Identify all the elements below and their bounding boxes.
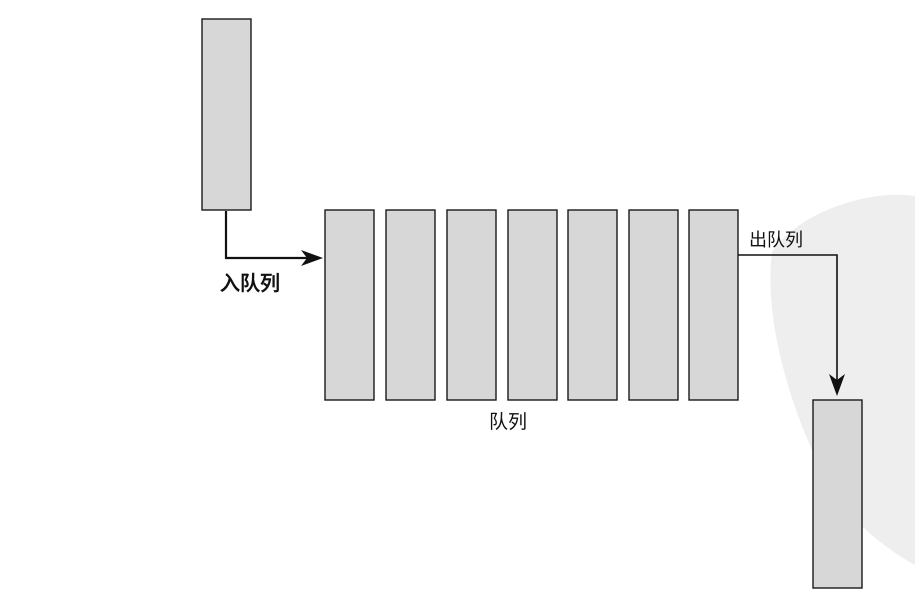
dequeue-arrow: [738, 254, 838, 380]
queue: [324, 209, 739, 401]
queue-label: 队列: [489, 411, 527, 433]
queue-block: [628, 209, 679, 401]
queue-block: [567, 209, 618, 401]
dequeue-arrowhead: [829, 374, 845, 396]
queue-block: [446, 209, 497, 401]
queue-block: [507, 209, 558, 401]
enqueue-arrow: [224, 211, 310, 260]
enqueue-block: [201, 18, 252, 211]
queue-block: [385, 209, 436, 401]
queue-block: [324, 209, 375, 401]
enqueue-arrowhead: [301, 250, 323, 266]
dequeue-label: 出队列: [749, 230, 803, 251]
queue-block: [688, 209, 739, 401]
dequeue-block: [812, 399, 863, 589]
enqueue-label: 入队列: [220, 271, 280, 295]
